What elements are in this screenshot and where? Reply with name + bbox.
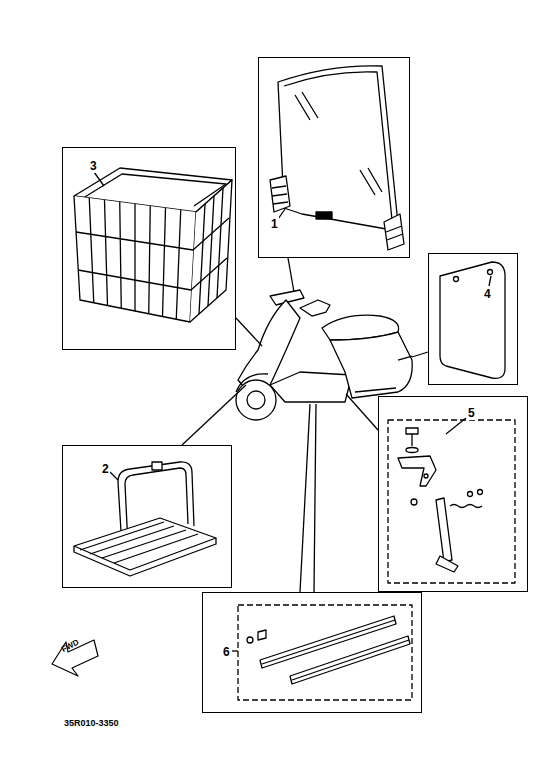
callout-number: 3 <box>89 159 98 173</box>
side-stand <box>388 418 515 583</box>
parts-panel: 2 <box>62 445 232 588</box>
callout-number: 2 <box>101 462 110 476</box>
step-rail <box>232 605 412 700</box>
scooter <box>236 290 412 420</box>
callout-number: 6 <box>222 645 231 659</box>
callout-number: 4 <box>483 287 492 301</box>
parts-panel: 3 <box>62 147 236 350</box>
parts-panel: 6 <box>202 592 422 713</box>
windshield <box>270 66 404 250</box>
parts-panel: 4 <box>428 253 518 385</box>
basket <box>74 168 232 322</box>
callout-number: 1 <box>270 217 279 231</box>
parts-panel: 5 <box>378 396 528 592</box>
parts-panel: 1 <box>258 57 410 258</box>
callout-number: 5 <box>467 406 476 420</box>
front-rack <box>74 462 216 576</box>
mud-flap <box>440 262 505 378</box>
leader-line <box>182 258 428 592</box>
drawing-code: 35R010-3350 <box>64 718 119 728</box>
